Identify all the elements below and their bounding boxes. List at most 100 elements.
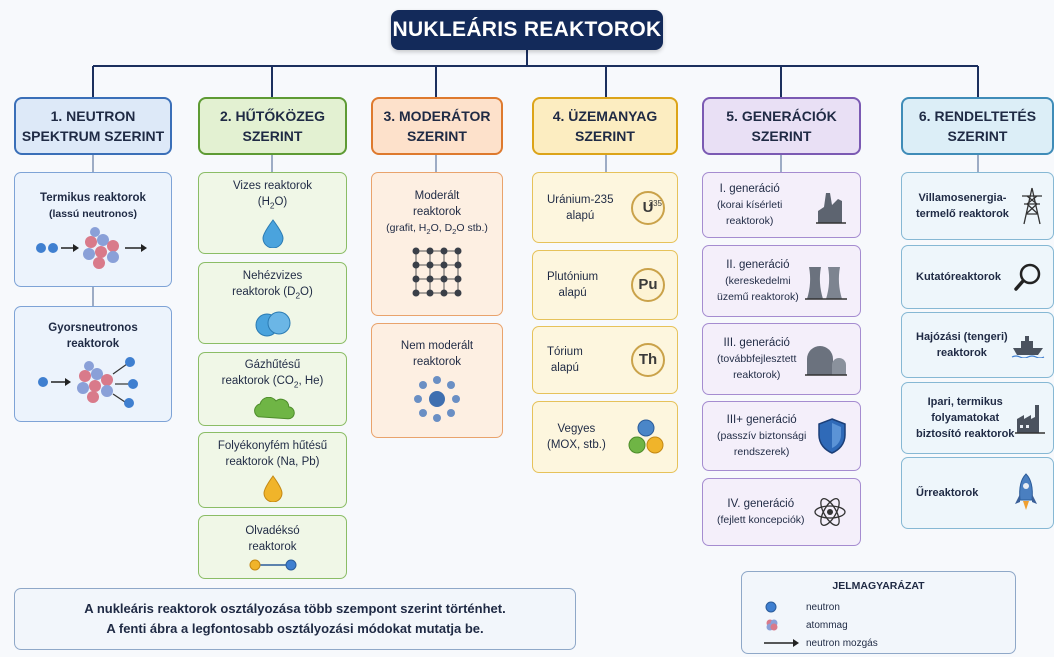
legend-label: neutron <box>806 601 840 613</box>
legend-label: atommag <box>806 619 848 631</box>
thorium-icon: Th <box>631 343 665 377</box>
nucleus-icon <box>766 619 778 631</box>
early-plant-icon <box>816 193 846 224</box>
box-generation-3: III. generáció (továbbfejlesztett reakto… <box>702 323 861 395</box>
box-label: III+ generáció <box>726 414 797 426</box>
box-liquid-metal-reactors: Folyékonyfém hűtésű reaktorok (Na, Pb) <box>198 432 347 508</box>
box-sublabel: (korai kísérleti reaktorok) <box>717 199 783 227</box>
box-water-reactors: Vizes reaktorok (H2O) <box>198 172 347 254</box>
box-formula: reaktorok (CO2, He) <box>221 375 324 390</box>
box-heavy-water-reactors: Nehézvizes reaktorok (D2O) <box>198 262 347 344</box>
category-header-coolant: 2. HŰTŐKÖZEG SZERINT <box>198 97 347 155</box>
box-power-reactors: Villamosenergia- termelő reaktorok <box>901 172 1054 240</box>
containment-dome-icon <box>805 346 847 376</box>
box-thorium-fuel: Tórium alapú Th <box>532 326 678 394</box>
box-gas-cooled-reactors: Gázhűtésű reaktorok (CO2, He) <box>198 352 347 426</box>
cooling-towers-icon <box>805 267 847 300</box>
box-label: Nem moderált reaktorok <box>400 339 474 368</box>
box-label: Moderált reaktorok <box>413 189 461 218</box>
rocket-icon <box>1015 473 1037 510</box>
magnifier-icon <box>1014 263 1041 291</box>
box-label: III. generáció <box>723 337 790 349</box>
power-pylon-icon <box>1022 187 1042 225</box>
graphite-lattice-icon <box>412 247 462 297</box>
mixed-fuel-icon <box>628 419 664 454</box>
heavy-water-drops-icon <box>255 311 290 337</box>
shield-icon <box>818 418 846 454</box>
box-label: Plutónium alapú <box>547 271 599 299</box>
liquid-metal-drop-icon <box>262 475 283 502</box>
box-text: I. generáció (korai kísérleti reaktorok) <box>717 181 782 229</box>
box-research-reactors: Kutatóreaktorok <box>901 245 1054 309</box>
footer-note: A nukleáris reaktorok osztályozása több … <box>14 588 576 650</box>
box-label: II. generáció <box>726 259 790 271</box>
atom-icon <box>814 498 846 526</box>
category-header-fuel: 4. ÜZEMANYAG SZERINT <box>532 97 678 155</box>
legend-item-neutron: neutron <box>764 599 840 615</box>
box-industrial-reactors: Ipari, termikus folyamatokat biztosító r… <box>901 382 1054 454</box>
main-title: NUKLEÁRIS REAKTOROK <box>391 10 663 50</box>
legend-title: JELMAGYARÁZAT <box>832 580 925 592</box>
legend-item-nucleus: atommag <box>764 617 848 633</box>
box-sublabel: (passzív biztonsági rendszerek) <box>717 430 807 458</box>
box-generation-2: II. generáció (kereskedelmi üzemű reakto… <box>702 245 861 317</box>
box-label: Uránium-235 alapú <box>547 193 614 222</box>
box-label: Űrreaktorok <box>916 487 979 499</box>
box-molten-salt-reactors: Olvadéksó reaktorok <box>198 515 347 579</box>
box-text: II. generáció (kereskedelmi üzemű reakto… <box>717 257 799 305</box>
molten-salt-icon <box>249 559 296 571</box>
box-formula: reaktorok (D2O) <box>232 285 313 301</box>
box-label: Vizes reaktorok <box>232 179 313 192</box>
box-label: Gázhűtésű <box>244 359 301 371</box>
box-label: Gyorsneutronos reaktorok <box>48 322 138 350</box>
neutron-dot-icon <box>765 601 777 613</box>
box-unmoderated-reactors: Nem moderált reaktorok <box>371 323 503 438</box>
box-formula: (grafit, H2O, D2O stb.) <box>386 221 488 237</box>
box-moderated-reactors: Moderált reaktorok (grafit, H2O, D2O stb… <box>371 172 503 316</box>
unmoderated-cluster-icon <box>414 375 460 422</box>
box-label: Olvadéksó reaktorok <box>245 525 300 553</box>
box-sublabel: (továbbfejlesztett reaktorok) <box>717 353 797 381</box>
box-label: Termikus reaktorok <box>40 191 146 204</box>
category-header-moderator: 3. MODERÁTOR SZERINT <box>371 97 503 155</box>
legend-label: neutron mozgás <box>806 637 878 649</box>
box-formula: (H2O) <box>257 195 288 211</box>
ship-icon <box>1011 336 1045 358</box>
box-thermal-reactors: Termikus reaktorok (lassú neutronos) <box>14 172 172 287</box>
box-generation-4: IV. generáció (fejlett koncepciók) <box>702 478 861 546</box>
box-label: Ipari, termikus folyamatokat biztosító r… <box>916 396 1015 440</box>
legend: JELMAGYARÁZAT neutron atommag neutron mo… <box>741 571 1016 654</box>
footer-line-1: A nukleáris reaktorok osztályozása több … <box>84 601 506 616</box>
factory-icon <box>1015 405 1045 434</box>
box-label: Kutatóreaktorok <box>916 271 1001 283</box>
box-text: III. generáció (továbbfejlesztett reakto… <box>717 335 796 383</box>
box-sublabel: (kereskedelmi üzemű reaktorok) <box>717 275 799 303</box>
box-fast-neutron-reactors: Gyorsneutronos reaktorok <box>14 306 172 422</box>
box-text: IV. generáció (fejlett koncepciók) <box>717 496 805 528</box>
category-header-generations: 5. GENERÁCIÓK SZERINT <box>702 97 861 155</box>
box-label: Villamosenergia- termelő reaktorok <box>916 192 1009 220</box>
box-space-reactors: Űrreaktorok <box>901 457 1054 529</box>
box-text: III+ generáció (passzív biztonsági rends… <box>717 412 806 460</box>
box-sublabel: (fejlett koncepciók) <box>717 514 805 526</box>
box-label: Nehézvizes <box>242 269 303 282</box>
box-label: IV. generáció <box>727 498 795 510</box>
fast-neutron-fission-icon <box>38 357 138 408</box>
slow-neutron-fission-icon <box>36 226 147 269</box>
plutonium-icon: Pu <box>631 268 665 302</box>
category-header-purpose: 6. RENDELTETÉS SZERINT <box>901 97 1054 155</box>
box-label: Vegyes (MOX, stb.) <box>547 423 606 451</box>
category-header-neutron-spectrum: 1. NEUTRON SPEKTRUM SZERINT <box>14 97 172 155</box>
box-label: Tórium alapú <box>547 346 583 374</box>
box-plutonium-fuel: Plutónium alapú Pu <box>532 250 678 320</box>
box-label: I. generáció <box>719 183 780 195</box>
footer-line-2: A fenti ábra a legfontosabb osztályozási… <box>106 621 484 636</box>
box-generation-3-plus: III+ generáció (passzív biztonsági rends… <box>702 401 861 471</box>
legend-item-neutron-movement: neutron mozgás <box>764 635 878 651</box>
box-sublabel: (lassú neutronos) <box>48 207 138 220</box>
water-drop-icon <box>261 219 284 249</box>
box-mixed-fuel: Vegyes (MOX, stb.) <box>532 401 678 473</box>
box-label: Folyékonyfém hűtésű reaktorok (Na, Pb) <box>217 440 328 468</box>
